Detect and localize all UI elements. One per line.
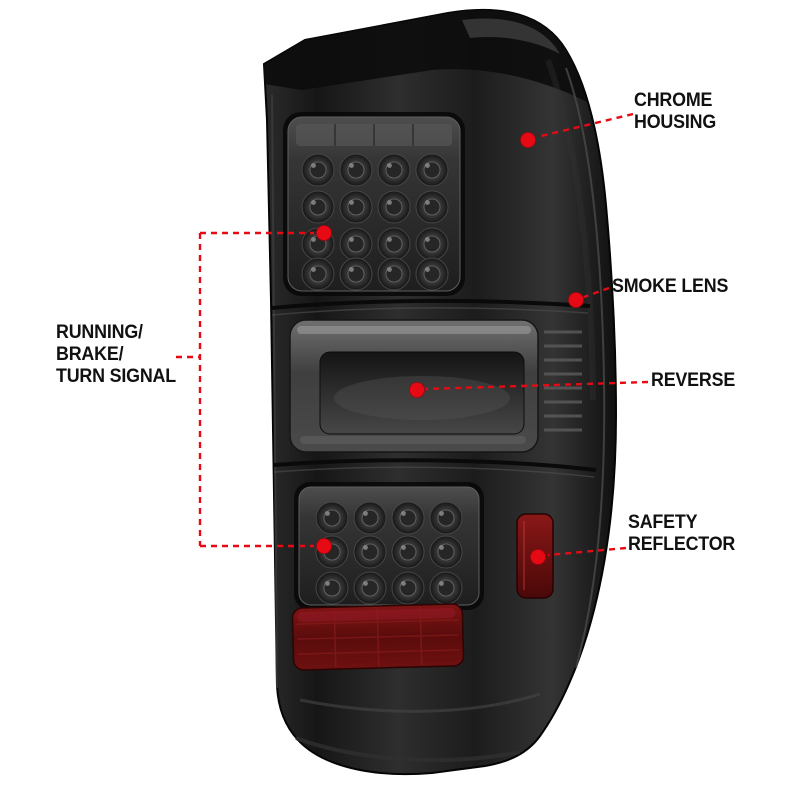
lower-led-array <box>294 482 484 610</box>
bottom-red-reflector <box>291 603 465 671</box>
label-line: TURN SIGNAL <box>56 366 176 387</box>
bottom-gloss-streak <box>299 692 541 713</box>
upper-led-array <box>283 112 465 296</box>
label-safety-reflector: SAFETY REFLECTOR <box>628 512 735 556</box>
section-divider-upper-highlight <box>271 307 589 316</box>
callout-dot-reverse <box>409 382 425 398</box>
label-chrome-housing: CHROME HOUSING <box>634 90 716 134</box>
lens-gloss-band <box>545 58 596 401</box>
callout-graphics <box>176 112 649 565</box>
label-line: REFLECTOR <box>628 534 736 555</box>
section-divider-lower <box>273 458 597 472</box>
callout-dot-running-bottom <box>316 538 332 554</box>
leader-line-reverse <box>425 380 649 391</box>
callout-dot-smoke-lens <box>568 292 584 308</box>
reverse-light <box>289 319 582 453</box>
leader-line-safety-reflector <box>547 546 627 557</box>
lens-gloss-curve <box>565 67 606 669</box>
label-line: SMOKE LENS <box>612 276 729 297</box>
label-smoke-lens: SMOKE LENS <box>612 276 728 298</box>
callout-dot-safety-reflector <box>530 549 546 565</box>
callout-dot-running-top <box>316 225 332 241</box>
callout-dot-chrome-housing <box>520 132 536 148</box>
chrome-top-reflection <box>462 18 560 55</box>
section-divider-lower-highlight <box>273 466 595 478</box>
label-line: BRAKE/ <box>56 344 124 365</box>
section-divider-upper <box>271 298 591 310</box>
label-line: HOUSING <box>634 112 717 133</box>
housing-vent-slats <box>544 330 582 432</box>
label-running-brake-turn-signal: RUNNING/ BRAKE/ TURN SIGNAL <box>56 322 176 388</box>
label-line: RUNNING/ <box>56 322 143 343</box>
bottom-edge-highlight <box>295 736 521 763</box>
label-reverse: REVERSE <box>651 370 735 392</box>
label-line: SAFETY <box>628 512 698 533</box>
leader-line-chrome-housing <box>536 112 634 139</box>
left-edge-highlight <box>271 94 278 689</box>
label-line: REVERSE <box>651 370 736 391</box>
label-line: CHROME <box>634 90 713 111</box>
leader-line-smoke-lens <box>583 286 610 299</box>
